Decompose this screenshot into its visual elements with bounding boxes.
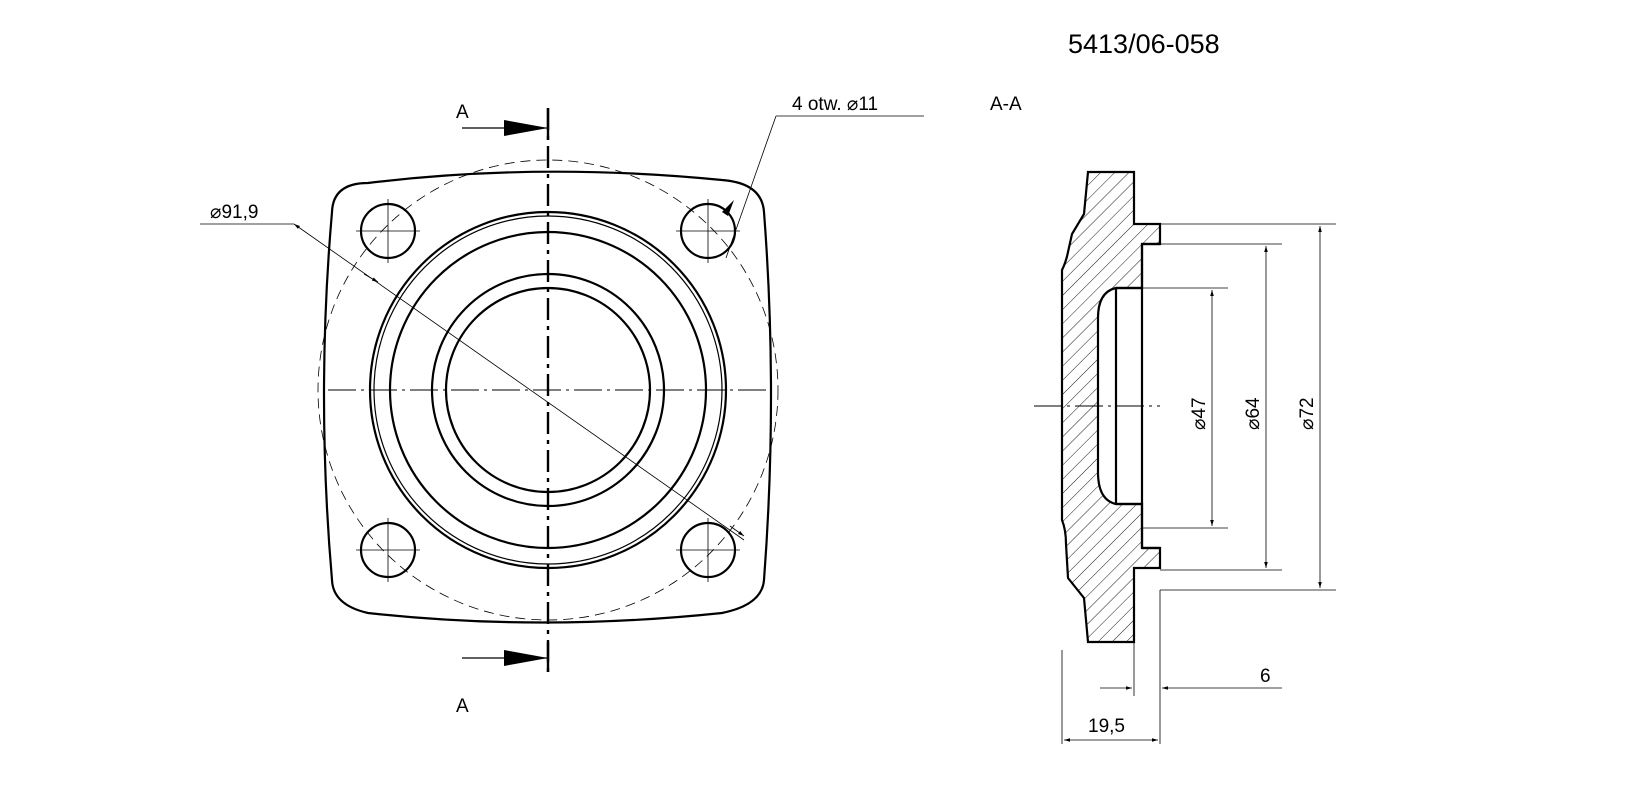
bolt-hole-bottom-left [356,518,420,582]
section-body [1060,170,1162,644]
holes-note-label: 4 otw. ⌀11 [792,94,878,115]
section-marker-top: A [456,102,469,123]
front-view: A A ⌀91,9 4 otw. ⌀11 [200,94,924,717]
section-arrow-top [462,108,550,140]
section-view-title: A-A [990,94,1022,115]
section-view: A-A ⌀47 ⌀64 ⌀72 6 1 [990,94,1336,744]
bolt-hole-top-left [356,199,420,263]
section-arrow-bottom [462,642,550,672]
flange-outline [322,170,773,624]
dimension-label-d72: ⌀72 [1297,397,1318,430]
bolt-hole-bottom-right [676,518,740,582]
bolt-hole-top-right [676,199,740,263]
dimension-label-19-5: 19,5 [1088,716,1125,737]
holes-note-leader [722,115,924,259]
bolt-circle-label: ⌀91,9 [210,202,258,223]
dimension-label-6: 6 [1260,666,1271,687]
section-marker-bottom: A [456,696,469,717]
bolt-circle-dimension [200,223,745,541]
drawing-number: 5413/06-058 [1068,29,1220,59]
dimension-label-d64: ⌀64 [1243,397,1264,430]
dimension-label-d47: ⌀47 [1189,397,1210,430]
